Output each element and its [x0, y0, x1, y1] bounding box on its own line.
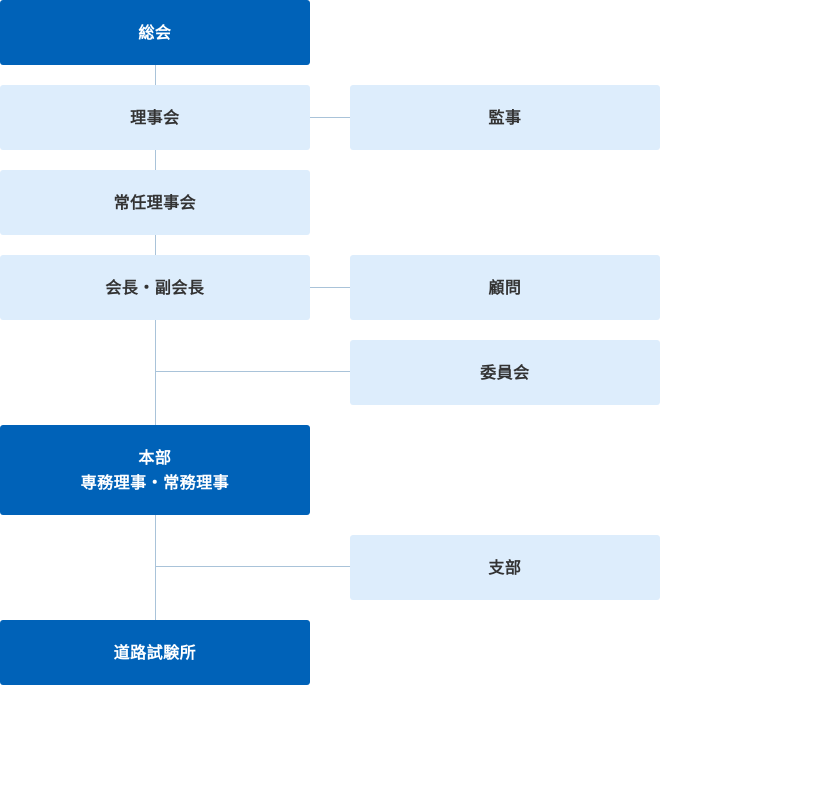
connector-board-standing [155, 150, 156, 170]
node-general-meeting-label: 総会 [138, 23, 172, 42]
node-test-center: 道路試験所 [0, 620, 310, 685]
connector-president-advisor [310, 287, 350, 288]
node-headquarters-sublabel: 専務理事・常務理事 [80, 473, 230, 492]
node-headquarters-label: 本部 [138, 448, 172, 467]
node-advisor: 顧問 [350, 255, 660, 320]
connector-board-auditor [310, 117, 350, 118]
node-advisor-label: 顧問 [488, 278, 522, 297]
node-committee-label: 委員会 [480, 363, 530, 382]
connector-general-board [155, 65, 156, 85]
node-branch-label: 支部 [488, 558, 522, 577]
connector-president-headquarters [155, 320, 156, 425]
connector-branch [155, 566, 350, 567]
node-standing-board: 常任理事会 [0, 170, 310, 235]
node-president-vp: 会長・副会長 [0, 255, 310, 320]
node-test-center-label: 道路試験所 [113, 643, 197, 662]
node-auditor: 監事 [350, 85, 660, 150]
node-standing-board-label: 常任理事会 [113, 193, 197, 212]
node-committee: 委員会 [350, 340, 660, 405]
connector-committee [155, 371, 350, 372]
node-board-of-directors-label: 理事会 [130, 108, 180, 127]
node-auditor-label: 監事 [488, 108, 522, 127]
node-branch: 支部 [350, 535, 660, 600]
node-president-vp-label: 会長・副会長 [105, 278, 205, 297]
connector-headquarters-testcenter [155, 515, 156, 620]
node-general-meeting: 総会 [0, 0, 310, 65]
node-headquarters: 本部 専務理事・常務理事 [0, 425, 310, 515]
connector-standing-president [155, 235, 156, 255]
node-board-of-directors: 理事会 [0, 85, 310, 150]
